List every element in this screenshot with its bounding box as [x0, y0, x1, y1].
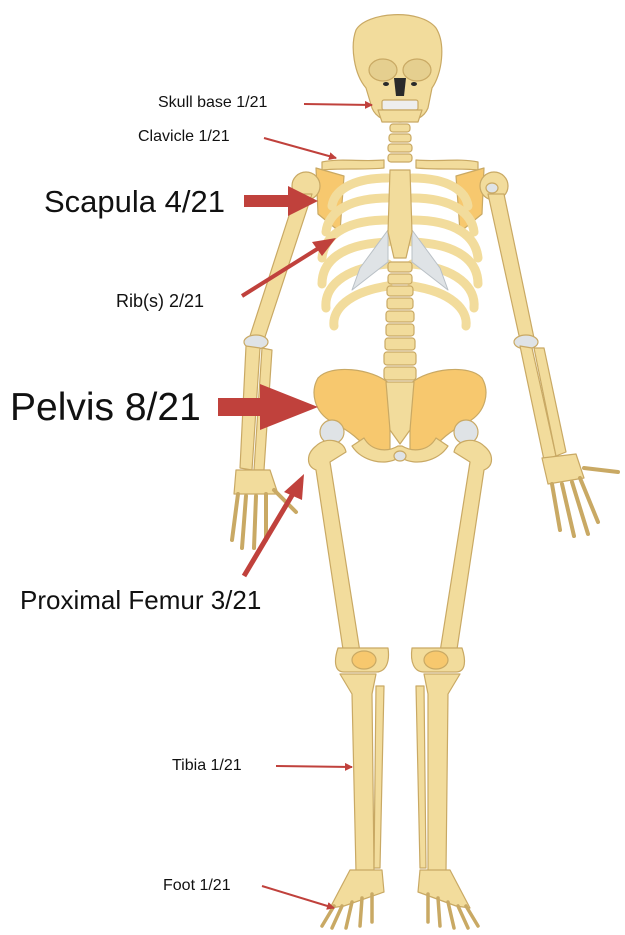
skull-base-label: Skull base 1/21 — [158, 95, 267, 111]
spine — [384, 262, 416, 380]
right-clavicle — [416, 160, 478, 170]
ribs-label: Rib(s) 2/21 — [116, 292, 204, 310]
sternum — [388, 170, 412, 258]
cervical-spine — [388, 124, 412, 162]
proximal-femur-label: Proximal Femur 3/21 — [20, 587, 261, 613]
tibia-label: Tibia 1/21 — [172, 758, 242, 774]
clavicle-arrow — [264, 138, 336, 158]
foot-label: Foot 1/21 — [163, 878, 231, 894]
pelvis-label: Pelvis 8/21 — [10, 388, 201, 427]
right-arm — [488, 194, 618, 536]
lower-legs — [340, 674, 460, 872]
feet — [322, 870, 478, 928]
skull-base-arrow — [304, 104, 372, 105]
pelvis-arrow — [218, 384, 318, 430]
foot-arrow — [262, 886, 334, 908]
scapula-label: Scapula 4/21 — [44, 186, 225, 217]
left-clavicle — [322, 160, 384, 170]
clavicle-label: Clavicle 1/21 — [138, 129, 230, 145]
tibia-arrow — [276, 766, 352, 767]
